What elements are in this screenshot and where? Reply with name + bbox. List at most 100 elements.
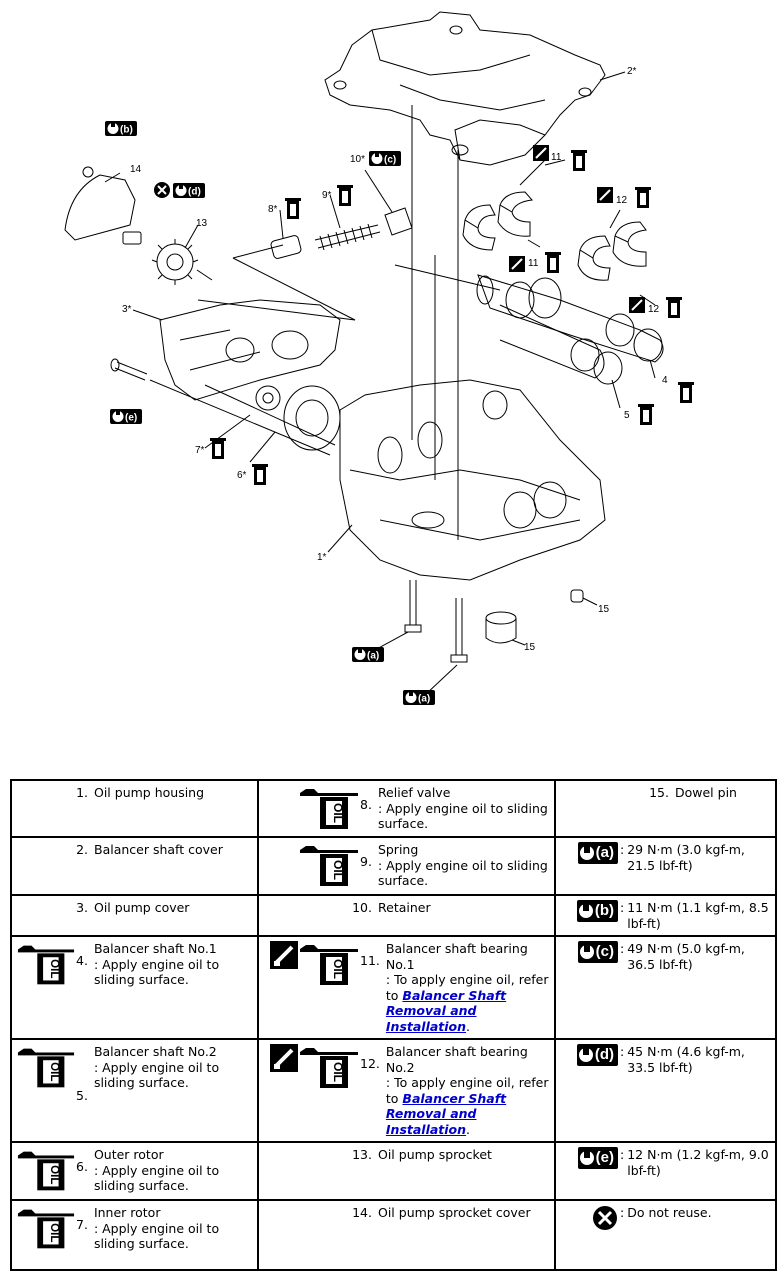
legend-cell: 15. Dowel pin <box>554 779 777 838</box>
item-number: 5. <box>76 1088 88 1103</box>
callout: 12 <box>648 304 660 315</box>
svg-text:OIL: OIL <box>48 1062 61 1081</box>
torque-tag: (e) <box>125 413 137 424</box>
reference-link[interactable]: Balancer Shaft Removal and Installation <box>385 987 507 1034</box>
torque-value: Do not reuse. <box>627 1205 712 1220</box>
legend-cell: 10. Retainer <box>257 894 556 937</box>
callout: 14 <box>130 164 142 175</box>
oil-pump-cover-part <box>159 299 341 401</box>
item-number: 8. <box>360 797 372 812</box>
svg-text:OIL: OIL <box>331 803 345 823</box>
callout-labels: 2* 1* 3* 4 5 6* 7* 8* 9* 10* 11 11 12 12… <box>122 66 668 653</box>
callout: 6* <box>237 470 247 481</box>
legend-cell: :Do not reuse. <box>554 1199 777 1271</box>
callout: 8* <box>268 204 278 215</box>
item-description: Balancer shaft cover <box>94 842 223 857</box>
legend-cell: OIL 8. Relief valve: Apply engine oil to s… <box>257 779 556 838</box>
item-number: 7. <box>76 1217 88 1232</box>
sprocket-cover-part <box>64 174 136 241</box>
callout: 11 <box>551 152 562 163</box>
callout: 13 <box>196 218 208 229</box>
item-description: Balancer shaft bearing No.2: To apply en… <box>385 1044 549 1137</box>
oil-can-icon: OIL <box>300 789 358 829</box>
svg-text:OIL: OIL <box>48 1223 61 1242</box>
item-description: Oil pump cover <box>94 900 190 915</box>
svg-text:OIL: OIL <box>331 860 345 880</box>
note-icon <box>270 941 298 969</box>
callout: 11 <box>528 258 539 269</box>
callout: 15 <box>598 604 610 615</box>
legend-cell: 13. Oil pump sprocket <box>257 1141 556 1201</box>
torque-value: 49 N·m (5.0 kgf-m, 36.5 lbf-ft) <box>627 941 745 972</box>
oil-can-icon: OIL <box>17 1151 75 1191</box>
legend-cell: 1.Oil pump housing <box>10 779 259 838</box>
item-number: 6. <box>76 1159 88 1174</box>
item-description: Oil pump sprocket cover <box>378 1205 531 1220</box>
item-number: 13. <box>352 1147 372 1162</box>
legend-cell: OIL 11. Balancer shaft bearing No.1: To ap… <box>257 935 556 1040</box>
callout: 7* <box>195 445 205 456</box>
item-number: 4. <box>76 953 88 968</box>
oil-can-icon: OIL <box>300 846 358 886</box>
callout: 3* <box>122 304 132 315</box>
oil-can-icon: OIL <box>17 945 75 985</box>
item-description: Balancer shaft bearing No.1: To apply en… <box>385 941 549 1034</box>
callout: 15 <box>524 642 536 653</box>
torque-symbol-icon: (c) <box>577 941 618 963</box>
oil-can-icon: OIL <box>17 1048 75 1088</box>
item-description: Oil pump sprocket <box>378 1147 492 1162</box>
legend-cell: (d):45 N·m (4.6 kgf-m, 33.5 lbf-ft) <box>554 1038 777 1143</box>
legend-cell: OIL 12. Balancer shaft bearing No.2: To ap… <box>257 1038 556 1143</box>
torque-tag: (a) <box>418 694 430 705</box>
torque-symbol-icon: (b) <box>576 900 618 922</box>
item-number: 9. <box>360 854 372 869</box>
item-description: Retainer <box>378 900 431 915</box>
legend-cell: 3. Oil pump cover <box>10 894 259 937</box>
torque-spec: (a):29 N·m (3.0 kgf-m, 21.5 lbf-ft) <box>560 842 771 873</box>
oil-can-icon: OIL <box>300 1048 358 1088</box>
item-description: Oil pump housing <box>94 785 205 800</box>
bearing-part <box>464 204 496 229</box>
legend-cell: 2. Balancer shaft cover <box>10 836 259 896</box>
item-number: 2. <box>76 842 88 857</box>
balancer-shaft-part <box>477 274 664 363</box>
item-number: 10. <box>352 900 372 915</box>
svg-text:OIL: OIL <box>331 959 345 979</box>
torque-value: 29 N·m (3.0 kgf-m, 21.5 lbf-ft) <box>627 842 745 873</box>
torque-value: 11 N·m (1.1 kgf-m, 8.5 lbf-ft) <box>627 900 769 931</box>
torque-symbol-icon: (a) <box>577 842 618 864</box>
svg-text:OIL: OIL <box>331 1062 345 1082</box>
callout: 2* <box>627 66 637 77</box>
exploded-view-diagram: 2* 1* 3* 4 5 6* 7* 8* 9* 10* 11 11 12 12… <box>64 11 694 705</box>
item-number: 11. <box>360 953 380 968</box>
item-description: Balancer shaft No.1: Apply engine oil to… <box>93 941 220 987</box>
svg-text:OIL: OIL <box>48 1165 61 1184</box>
item-description: Inner rotor: Apply engine oil to sliding… <box>93 1205 220 1251</box>
torque-spec: (e):12 N·m (1.2 kgf-m, 9.0 lbf-ft) <box>560 1147 771 1178</box>
item-number: 15. <box>649 785 669 800</box>
torque-tag: (a) <box>367 651 379 662</box>
torque-spec: (c):49 N·m (5.0 kgf-m, 36.5 lbf-ft) <box>560 941 771 972</box>
svg-text:OIL: OIL <box>48 959 61 978</box>
legend-cell: OIL 4. Balancer shaft No.1: Apply engine o… <box>10 935 259 1040</box>
item-description: Dowel pin <box>675 785 737 800</box>
torque-tag: (d) <box>188 187 201 198</box>
item-number: 3. <box>76 900 88 915</box>
note-icon <box>270 1044 298 1072</box>
legend-cell: 14.Oil pump sprocket cover <box>257 1199 556 1271</box>
item-number: 12. <box>360 1056 380 1071</box>
reference-link[interactable]: Balancer Shaft Removal and Installation <box>385 1090 507 1137</box>
torque-tag: (c) <box>384 155 396 166</box>
legend-cell: (c):49 N·m (5.0 kgf-m, 36.5 lbf-ft) <box>554 935 777 1040</box>
torque-value: 12 N·m (1.2 kgf-m, 9.0 lbf-ft) <box>627 1147 769 1178</box>
item-description: Relief valve: Apply engine oil to slidin… <box>377 785 548 831</box>
legend-row: OIL 7. Inner rotor: Apply engine oil to sl… <box>10 1199 777 1271</box>
legend-row: OIL 4. Balancer shaft No.1: Apply engine o… <box>10 935 777 1040</box>
